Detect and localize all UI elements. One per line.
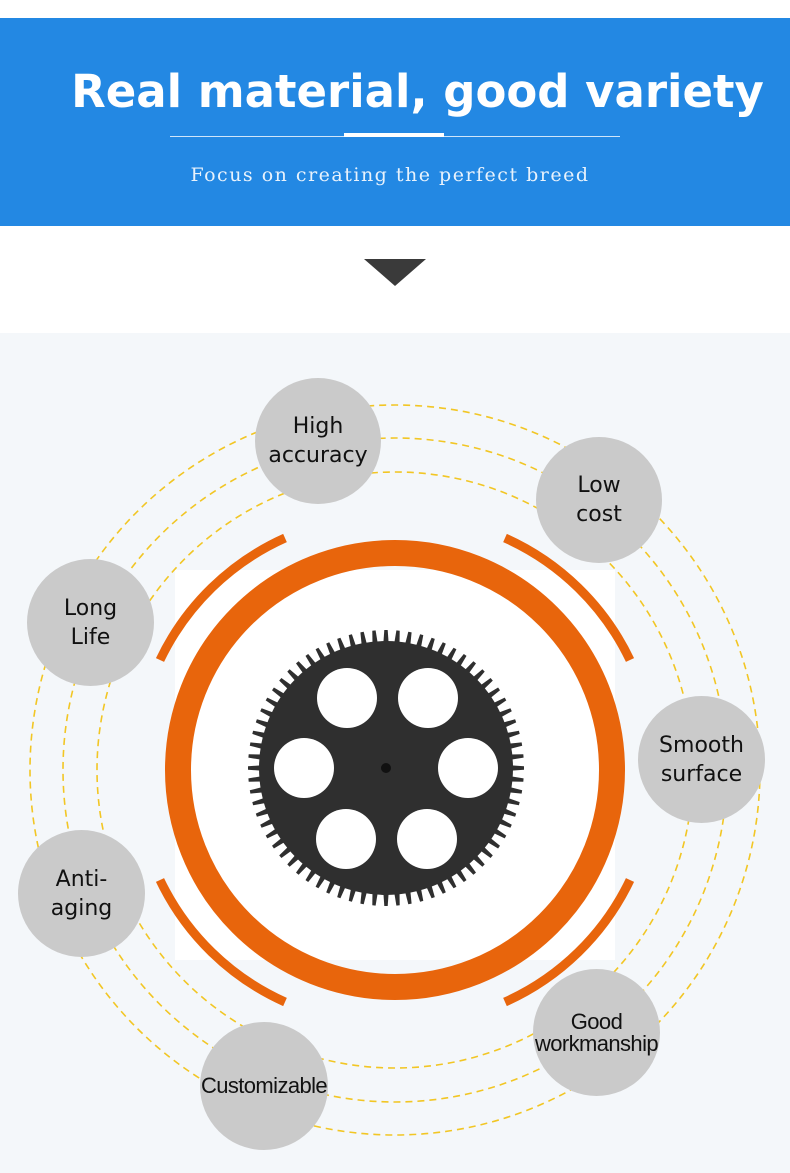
gear-tooth [509, 776, 524, 782]
arc-top-left [155, 533, 287, 662]
feature-diagram [29, 404, 761, 1136]
arc-bottom-right [503, 878, 635, 1007]
gear-tooth [509, 754, 524, 760]
gear-tooth [510, 765, 524, 771]
feature-label: High [292, 414, 344, 439]
orange-accent-arcs [155, 533, 635, 1007]
gear-tooth [248, 765, 262, 771]
feature-label: surface [660, 761, 743, 787]
top-margin [0, 0, 790, 18]
gear-tooth [383, 630, 389, 644]
header-banner [0, 18, 790, 226]
feature-label: Anti- [55, 866, 108, 892]
gear-icon [248, 630, 524, 906]
feature-label: Long [63, 595, 118, 621]
gear-center-hole [381, 763, 391, 773]
feature-label: Good [570, 1008, 623, 1034]
feature-smooth-surface: Smooth surface [638, 696, 765, 823]
feature-label: aging [50, 895, 113, 921]
gear-tooth [372, 630, 378, 645]
feature-label: workmanship [534, 1030, 659, 1056]
arc-top-right [503, 533, 635, 662]
banner-title: Real material, good variety [71, 65, 764, 118]
feature-label: accuracy [268, 443, 368, 468]
feature-long-life: Long Life [27, 559, 154, 686]
gear-tooth [248, 776, 263, 782]
feature-low-cost: Low cost [536, 437, 662, 563]
orange-ring [165, 540, 625, 1000]
arc-bottom-left [155, 878, 287, 1007]
gear-tooth [394, 630, 400, 645]
triangle-down-icon [364, 259, 426, 286]
gear-tooth [394, 891, 400, 906]
feature-good-workmanship: Good workmanship [533, 969, 660, 1096]
feature-label: Customizable [200, 1073, 328, 1098]
title-divider-accent [344, 133, 444, 137]
feature-high-accuracy: High accuracy [255, 378, 381, 504]
feature-label: Smooth [659, 732, 744, 758]
feature-label: Low [577, 473, 621, 498]
feature-anti-aging: Anti- aging [18, 830, 145, 957]
gear-tooth [372, 891, 378, 906]
gear-tooth [383, 892, 389, 906]
feature-label: Life [70, 624, 111, 650]
gear-tooth [248, 754, 263, 760]
feature-customizable: Customizable [200, 1022, 328, 1150]
banner-subtitle: Focus on creating the perfect breed [190, 164, 590, 186]
feature-label: cost [576, 502, 622, 527]
gear-holes [274, 668, 498, 869]
